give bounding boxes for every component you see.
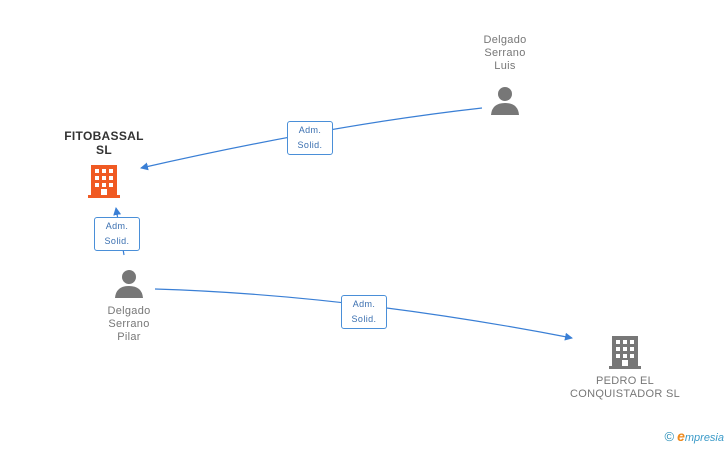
node-pilar[interactable]: Delgado Serrano Pilar [89, 269, 169, 344]
node-luis-label: Delgado Serrano Luis [483, 34, 527, 72]
person-icon [115, 270, 143, 298]
edge-label-line1: Adm. [105, 221, 129, 231]
edge-label-line2: Solid. [297, 140, 323, 150]
copyright-symbol: © [664, 429, 675, 444]
brand-initial: e [677, 428, 685, 444]
edge-label-pilar-fitobassal[interactable]: Adm. Solid. [94, 217, 140, 251]
building-icon [609, 336, 641, 369]
edge-label-luis-fitobassal[interactable]: Adm. Solid. [287, 121, 333, 155]
edge-label-line2: Solid. [351, 314, 377, 324]
building-icon [88, 165, 120, 198]
person-icon [491, 87, 519, 115]
empresia-logo: ©empresia [664, 428, 724, 444]
edge-label-line1: Adm. [298, 125, 322, 135]
edge-label-line2: Solid. [104, 236, 130, 246]
node-pedro[interactable]: PEDRO EL CONQUISTADOR SL [560, 334, 690, 401]
node-pilar-label: Delgado Serrano Pilar [107, 305, 151, 343]
edge-label-line1: Adm. [352, 299, 376, 309]
brand-name: mpresia [684, 432, 724, 444]
node-fitobassal[interactable]: FITOBASSAL SL [44, 129, 164, 199]
edge-label-pilar-pedro[interactable]: Adm. Solid. [341, 295, 387, 329]
node-fitobassal-label: FITOBASSAL SL [64, 129, 144, 157]
node-luis[interactable]: Delgado Serrano Luis [465, 34, 545, 116]
node-pedro-label: PEDRO EL CONQUISTADOR SL [569, 375, 681, 400]
